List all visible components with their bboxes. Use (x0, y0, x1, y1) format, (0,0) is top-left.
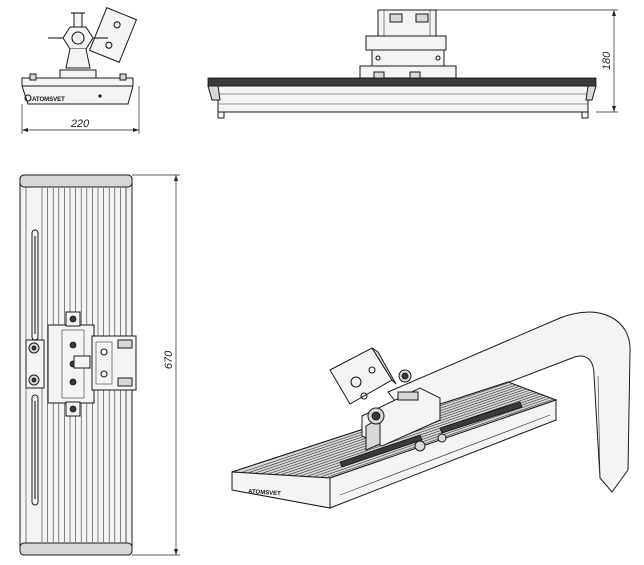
isometric-view: ATOMSVET (231, 311, 631, 509)
iso-slot-right (439, 401, 523, 434)
top-view: 670 (19, 174, 180, 556)
length-dimension-label: 670 (163, 350, 175, 369)
front-hex-clamp (48, 12, 108, 69)
top-mounting-plate (47, 311, 95, 417)
iso-mounting-arm (387, 311, 631, 493)
brand-logo-iso: ATOMSVET (248, 489, 281, 497)
svg-text:ATOMSVET: ATOMSVET (248, 489, 281, 497)
brand-logo-front: ATOMSVET (32, 97, 65, 103)
top-bracket (91, 335, 137, 391)
width-dimension-label: 220 (70, 118, 90, 130)
svg-text:ATOMSVET: ATOMSVET (32, 97, 65, 103)
height-dimension-label: 180 (601, 51, 613, 70)
iso-fin-line (294, 392, 537, 476)
length-dimension: 670 (132, 174, 180, 556)
height-dimension: 180 (436, 9, 618, 113)
side-view: 180 (207, 9, 618, 119)
front-view: ATOMSVET 220 (21, 7, 140, 134)
iso-fin-line (321, 397, 551, 477)
side-housing (207, 77, 597, 119)
width-dimension: 220 (21, 86, 140, 134)
front-housing (21, 69, 134, 105)
iso-slot-left (339, 434, 423, 468)
iso-bracket (361, 369, 447, 452)
side-bracket (359, 9, 457, 81)
front-bracket-plate (88, 7, 138, 63)
top-end-cap-bottom (19, 542, 133, 556)
top-end-cap-top (19, 174, 133, 188)
iso-tilt-plate (329, 347, 397, 405)
